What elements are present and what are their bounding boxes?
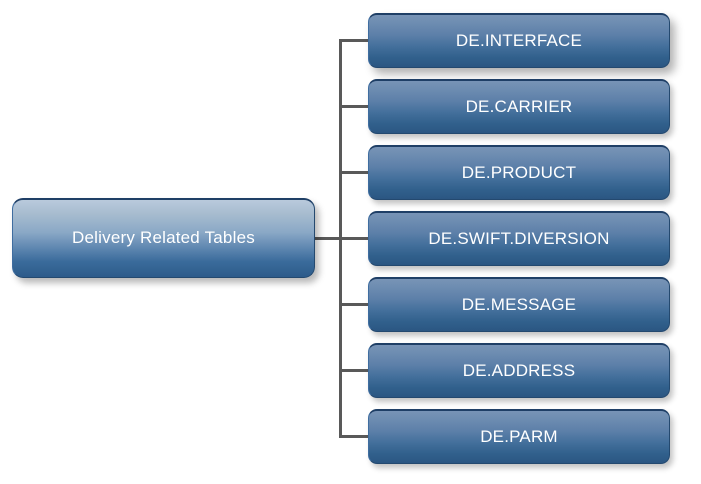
- node-de-parm[interactable]: DE.PARM: [368, 409, 670, 464]
- node-de-swift-diversion[interactable]: DE.SWIFT.DIVERSION: [368, 211, 670, 266]
- node-label: DE.PRODUCT: [461, 162, 577, 182]
- node-label: DE.ADDRESS: [462, 360, 576, 380]
- node-label: DE.CARRIER: [465, 96, 573, 116]
- node-label: Delivery Related Tables: [72, 228, 255, 248]
- node-de-address[interactable]: DE.ADDRESS: [368, 343, 670, 398]
- node-de-carrier[interactable]: DE.CARRIER: [368, 79, 670, 134]
- node-de-interface[interactable]: DE.INTERFACE: [368, 13, 670, 68]
- node-label: DE.INTERFACE: [455, 30, 583, 50]
- node-label: DE.SWIFT.DIVERSION: [428, 228, 610, 248]
- node-label: DE.MESSAGE: [461, 294, 577, 314]
- node-label: DE.PARM: [480, 426, 558, 446]
- node-delivery-related-tables[interactable]: Delivery Related Tables: [12, 198, 315, 278]
- node-de-product[interactable]: DE.PRODUCT: [368, 145, 670, 200]
- node-de-message[interactable]: DE.MESSAGE: [368, 277, 670, 332]
